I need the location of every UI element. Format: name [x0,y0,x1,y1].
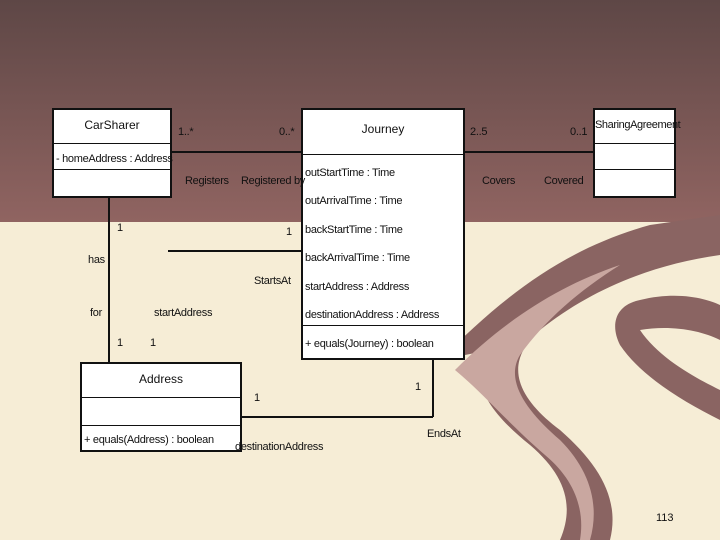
attribute-out-start-time: outStartTime : Time [305,167,395,179]
attribute-home-address: - homeAddress : Address [56,153,173,165]
class-journey-name: Journey [303,110,463,155]
operation-journey-equals: + equals(Journey) : boolean [305,338,434,350]
class-sharing-agreement[interactable]: SharingAgreement [593,108,681,198]
page-number: 113 [656,512,674,524]
decorative-swirl-inner [455,265,620,540]
multiplicity-journey-agreement-right: 0..1 [570,126,588,138]
multiplicity-carsharer-journey-left: 1..* [178,126,194,138]
role-covers: Covers [482,175,516,187]
class-address-operations: + equals(Address) : boolean [82,426,240,450]
decorative-swirl-right [615,295,720,420]
multiplicity-ends-at-address: 1 [254,392,260,404]
class-journey[interactable]: Journey outStartTime : Time outArrivalTi… [301,108,465,360]
multiplicity-carsharer-address-bottom: 1 [117,337,123,349]
class-address-name: Address [82,364,240,398]
class-journey-operations: + equals(Journey) : boolean [303,326,463,358]
class-carsharer[interactable]: CarSharer - homeAddress : Address [52,108,173,198]
class-address-attributes [82,398,240,426]
multiplicity-starts-at-journey: 1 [286,226,292,238]
role-registered-by: Registered by [241,175,305,187]
operation-address-equals: + equals(Address) : boolean [84,434,214,446]
class-carsharer-operations [54,170,170,196]
attribute-start-address: startAddress : Address [305,281,410,293]
multiplicity-carsharer-journey-right: 0..* [279,126,295,138]
role-has: has [88,254,105,266]
class-sharing-agreement-attributes [595,144,674,170]
attribute-destination-address: destinationAddress : Address [305,309,440,321]
attribute-back-start-time: backStartTime : Time [305,224,403,236]
role-registers: Registers [185,175,229,187]
multiplicity-ends-at-journey: 1 [415,381,421,393]
class-sharing-agreement-operations [595,170,674,196]
multiplicity-carsharer-address-top: 1 [117,222,123,234]
role-start-address: startAddress [154,307,213,319]
attribute-back-arrival-time: backArrivalTime : Time [305,252,410,264]
class-carsharer-attributes: - homeAddress : Address [54,144,173,170]
association-ends-at: EndsAt [427,428,461,440]
role-for: for [90,307,102,319]
class-sharing-agreement-name: SharingAgreement [595,110,681,144]
multiplicity-journey-agreement-left: 2..5 [470,126,488,138]
class-carsharer-name: CarSharer [54,110,170,144]
multiplicity-starts-at-address: 1 [150,337,156,349]
association-starts-at: StartsAt [254,275,291,287]
class-address[interactable]: Address + equals(Address) : boolean [80,362,242,452]
attribute-out-arrival-time: outArrivalTime : Time [305,195,403,207]
class-journey-attributes: outStartTime : Time outArrivalTime : Tim… [303,155,463,326]
role-covered: Covered [544,175,584,187]
role-destination-address: destinationAddress [235,441,324,453]
